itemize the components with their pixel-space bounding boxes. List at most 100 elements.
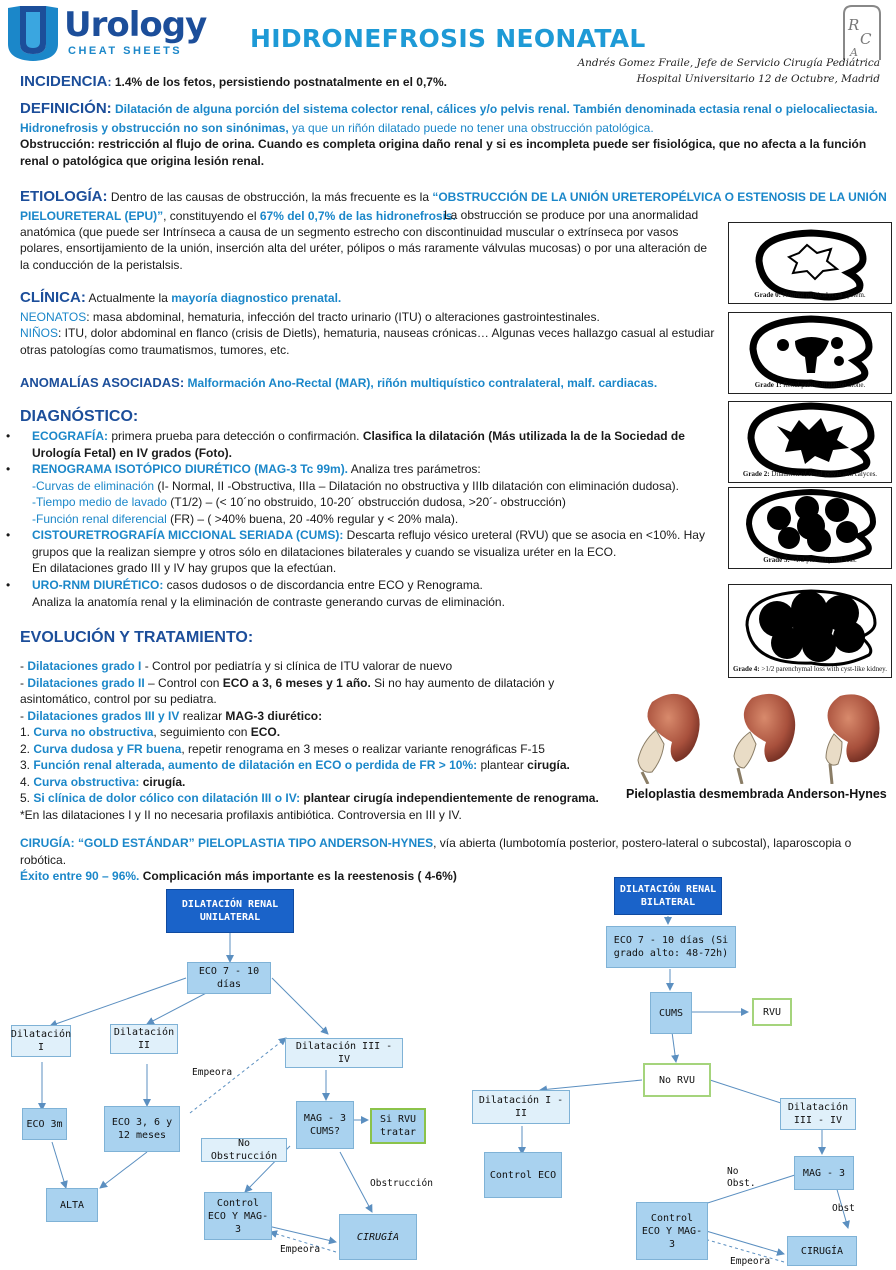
funcion-label: -Función renal diferencial (32, 511, 167, 526)
grade-2-caption: Grade 2: Dilatation of renal pelvis and … (742, 470, 878, 479)
flow-uni-empeora-label-2: Empeora (280, 1244, 321, 1255)
flow-uni-root: DILATACIÓN RENAL UNILATERAL (166, 889, 294, 933)
clinica-prenatal: mayoría diagnostico prenatal. (171, 291, 342, 305)
etiologia-text-1: Dentro de las causas de obstrucción, la … (107, 190, 433, 204)
renograma-text: Analiza tres parámetros: (348, 462, 481, 477)
svg-text:C: C (860, 30, 872, 48)
cums-text: Descarta reflujo vésico ureteral (RVU) q… (32, 528, 705, 559)
definicion-heading: DEFINICIÓN: (20, 100, 112, 117)
clinica-heading: CLÍNICA: (20, 289, 86, 306)
flow-bi-empeora-label: Empeora (730, 1256, 771, 1267)
flowchart-connectors (38, 916, 850, 1263)
author-block: Andrés Gomez Fraile, Jefe de Servicio Ci… (578, 56, 880, 88)
flow-bi-control-eco: Control ECO (484, 1152, 562, 1198)
kidney-3-icon (825, 694, 880, 784)
list-item-uro-rnm: URO-RNM DIURÉTICO: casos dudosos o de di… (6, 577, 720, 610)
cirugia-label: CIRUGÍA: “GOLD ESTÁNDAR” PIELOPLASTIA TI… (20, 836, 434, 850)
grade-0-kidney-icon (755, 229, 867, 301)
svg-text:R: R (847, 16, 859, 34)
diagnostico-heading: DIAGNÓSTICO: (20, 408, 139, 425)
grade-2-kidney-icon (747, 402, 875, 478)
grade-4-caption: Grade 4: >1/2 parenchymal loss with cyst… (733, 665, 887, 674)
list-item-ecografia: ECOGRAFÍA: primera prueba para detección… (6, 428, 720, 461)
grade-0-figure: Grade 0: Normal pelvicalyceal system. (728, 222, 892, 304)
uro-rnm-text-2: Analiza la anatomía renal y la eliminaci… (32, 594, 505, 609)
curvas-label: -Curvas de eliminación (32, 478, 155, 493)
flow-bi-obst-label: Obst (832, 1203, 855, 1214)
logo-subtitle: CHEAT SHEETS (68, 45, 183, 57)
flow-uni-control: Control ECO Y MAG-3 (204, 1192, 272, 1240)
neonatos-label: NEONATOS (20, 309, 87, 324)
definicion-sinonimas: Hidronefrosis y obstrucción no son sinón… (20, 120, 289, 135)
etiologia-porcentaje: 67% del 0,7% de las hidronefrosis. (259, 208, 456, 223)
cums-text-2: En dilataciones grado III y IV hay grupo… (32, 561, 337, 576)
incidencia-section: INCIDENCIA: 1.4% de los fetos, persistie… (20, 73, 447, 90)
list-item-renograma: RENOGRAMA ISOTÓPICO DIURÉTICO (MAG-3 Tc … (6, 461, 720, 527)
pyeloplasty-illustration (637, 693, 880, 784)
uro-rnm-label: URO-RNM DIURÉTICO: (32, 578, 164, 592)
evolucion-grado-1: - Dilataciones grado I - Control por ped… (20, 659, 453, 674)
kidney-1-icon (637, 693, 700, 784)
grade-3-caption: Grade 3: <1/2 parenchymal loss. (763, 556, 857, 565)
cirugia-exito: Éxito entre 90 – 96%. (20, 869, 140, 884)
svg-text:A: A (849, 46, 858, 59)
tiempo-label: -Tiempo medio de lavado (32, 495, 167, 510)
flow-bi-root: DILATACIÓN RENAL BILATERAL (614, 877, 722, 915)
flow-bi-cums: CUMS (650, 992, 692, 1034)
ecografia-text: primera prueba para detección o confirma… (108, 429, 363, 444)
etiologia-heading: ETIOLOGÍA: (20, 188, 108, 205)
cirugia-section: CIRUGÍA: “GOLD ESTÁNDAR” PIELOPLASTIA TI… (20, 835, 896, 885)
list-item-cums: CISTOURETROGRAFÍA MICCIONAL SERIADA (CUM… (6, 527, 720, 577)
flow-bi-mag3: MAG - 3 (794, 1156, 854, 1190)
logo-wordmark: Urology (64, 5, 207, 45)
evolucion-item-3: 3. Función renal alterada, aumento de di… (20, 758, 570, 773)
curvas-text: (I- Normal, II -Obstructiva, IIIa – Dila… (154, 478, 679, 493)
flow-uni-eco: ECO 7 - 10 días (187, 962, 271, 994)
shield-logo-icon (8, 6, 58, 61)
flow-uni-eco-3m: ECO 3m (22, 1108, 67, 1140)
flow-uni-dilatacion-2: Dilatación II (110, 1024, 178, 1054)
aec-monogram-icon: R C A (843, 5, 881, 60)
flow-bi-dilatacion-3-4: Dilatación III - IV (780, 1098, 856, 1130)
grade-4-kidney-icon (745, 589, 877, 667)
grade-1-figure: Grade 1: Renal pelvic dilatation alone. (728, 312, 892, 394)
definicion-sinonimas-rest: ya que un riñón dilatado puede no tener … (288, 120, 654, 135)
obstruccion-label: Obstrucción (20, 137, 91, 152)
evolucion-item-4: 4. Curva obstructiva: cirugía. (20, 774, 186, 789)
flow-uni-no-obstruccion: No Obstrucción (201, 1138, 287, 1162)
flow-uni-alta: ALTA (46, 1188, 98, 1222)
flow-uni-empeora-label: Empeora (192, 1067, 233, 1078)
flow-uni-cirugia: CIRUGÍA (339, 1214, 417, 1260)
clinica-text-1: Actualmente la (85, 291, 172, 305)
cirugia-complicacion: Complicación más importante es la reeste… (139, 869, 457, 884)
pyeloplasty-caption: Pieloplastia desmembrada Anderson-Hynes (626, 787, 887, 801)
flow-bi-no-rvu: No RVU (643, 1063, 711, 1097)
evolucion-section: EVOLUCIÓN Y TRATAMIENTO: - Dilataciones … (20, 627, 610, 824)
grade-4-figure: Grade 4: >1/2 parenchymal loss with cyst… (728, 584, 892, 678)
grade-1-kidney-icon (749, 315, 873, 389)
grade-1-caption: Grade 1: Renal pelvic dilatation alone. (754, 381, 866, 390)
etiologia-text-3: La obstrucción se produce por una anorma… (20, 208, 708, 272)
tiempo-text: (T1/2) – (< 10´no obstruido, 10-20´ obst… (166, 495, 566, 510)
flow-bi-rvu: RVU (752, 998, 792, 1026)
evolucion-item-2: 2. Curva dudosa y FR buena, repetir reno… (20, 741, 545, 756)
etiologia-epu: “OBSTRUCCIÓN DE LA UNIÓN URETEROPÉLVICA … (20, 190, 887, 223)
evolucion-grado-3-4: - Dilataciones grados III y IV realizar … (20, 708, 323, 723)
urology-logo: Urology CHEAT SHEETS (6, 4, 221, 61)
uro-rnm-text: casos dudosos o de discordancia entre EC… (163, 578, 483, 592)
diagnostico-section: DIAGNÓSTICO: ECOGRAFÍA: primera prueba p… (6, 406, 720, 610)
definicion-section: DEFINICIÓN: Dilatación de alguna porción… (20, 99, 880, 169)
page-title: HIDRONEFROSIS NEONATAL (250, 24, 646, 53)
obstruccion-text: : restricción al flujo de orina. Cuando … (20, 137, 867, 168)
flow-uni-obstruccion-label: Obstrucción (370, 1178, 433, 1189)
flow-uni-si-rvu: Si RVU tratar (370, 1108, 426, 1144)
incidencia-heading: INCIDENCIA (20, 73, 108, 90)
neonatos-text: : masa abdominal, hematuria, infección d… (86, 309, 600, 324)
flow-bi-eco: ECO 7 - 10 días (Si grado alto: 48-72h) (606, 926, 736, 968)
author-name: Andrés Gomez Fraile, Jefe de Servicio Ci… (577, 57, 880, 69)
evolucion-item-5: 5. Si clínica de dolor cólico con dilata… (20, 791, 599, 806)
grade-0-caption: Grade 0: Normal pelvicalyceal system. (754, 291, 866, 300)
etiologia-text-2: , constituyendo el (163, 208, 260, 223)
evolucion-heading: EVOLUCIÓN Y TRATAMIENTO: (20, 629, 254, 646)
kidney-2-icon (733, 693, 796, 784)
